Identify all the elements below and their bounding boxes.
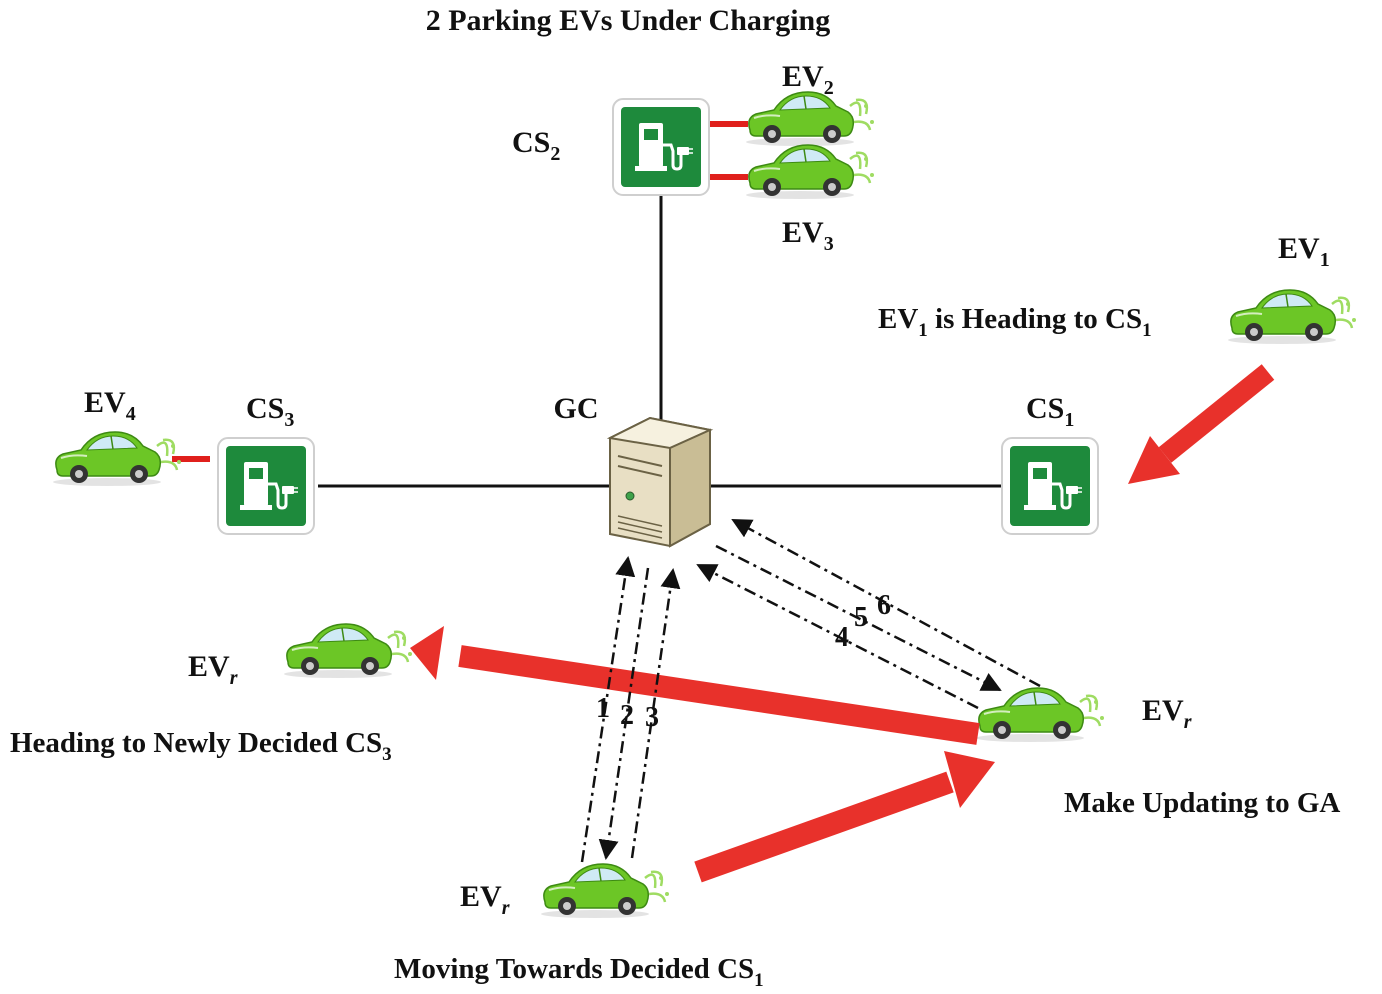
label-cs2: CS2 — [512, 126, 560, 165]
label-ev3: EV3 — [782, 216, 834, 255]
caption-make-updating-to-ga: Make Updating to GA — [1064, 787, 1340, 819]
message-arrow-4 — [696, 563, 979, 710]
charging-station-icon-cs3 — [216, 436, 316, 536]
step-number-5: 5 — [854, 602, 868, 633]
charging-station-icon-cs1 — [1000, 436, 1100, 536]
arrow-ev1-to-cs1 — [1128, 364, 1275, 484]
label-cs1: CS1 — [1026, 392, 1074, 431]
electric-car-icon-ev2 — [744, 90, 876, 148]
label-ev4: EV4 — [84, 386, 136, 425]
caption-ev1-heading-to-cs1: EV1 is Heading to CS1 — [878, 303, 1152, 341]
label-evr-bottom: EVr — [460, 880, 510, 919]
step-number-4: 4 — [835, 622, 849, 653]
message-arrow-6 — [731, 518, 1041, 688]
step-number-6: 6 — [877, 590, 891, 621]
label-ev2: EV2 — [782, 60, 834, 99]
charging-station-icon-cs2 — [611, 97, 711, 197]
label-evr-left: EVr — [188, 650, 238, 689]
arrow-evr-to-newly-decided-cs3 — [410, 626, 980, 745]
electric-car-icon-evr-left — [282, 622, 414, 680]
message-arrow-2 — [598, 567, 650, 860]
label-ev1: EV1 — [1278, 232, 1330, 271]
label-cs3: CS3 — [246, 392, 294, 431]
message-arrow-1 — [580, 556, 636, 863]
electric-car-icon-evr-bottom — [539, 862, 671, 920]
message-arrow-5 — [715, 544, 1002, 692]
electric-car-icon-ev3 — [744, 143, 876, 201]
label-gc: GC — [554, 392, 599, 425]
arrow-evr-bottom-to-evr-right — [694, 751, 995, 883]
server-icon — [606, 416, 714, 548]
electric-car-icon-evr-right — [974, 686, 1106, 744]
caption-heading-to-newly-decided-cs3: Heading to Newly Decided CS3 — [10, 727, 392, 765]
message-arrow-3 — [630, 568, 681, 859]
diagram-title: 2 Parking EVs Under Charging — [426, 4, 831, 37]
step-number-3: 3 — [645, 702, 659, 733]
caption-moving-towards-decided-cs1: Moving Towards Decided CS1 — [394, 953, 764, 991]
electric-car-icon-ev4 — [51, 430, 183, 488]
step-number-1: 1 — [596, 693, 610, 724]
step-number-2: 2 — [620, 700, 634, 731]
label-evr-right: EVr — [1142, 694, 1192, 733]
electric-car-icon-ev1 — [1226, 288, 1358, 346]
